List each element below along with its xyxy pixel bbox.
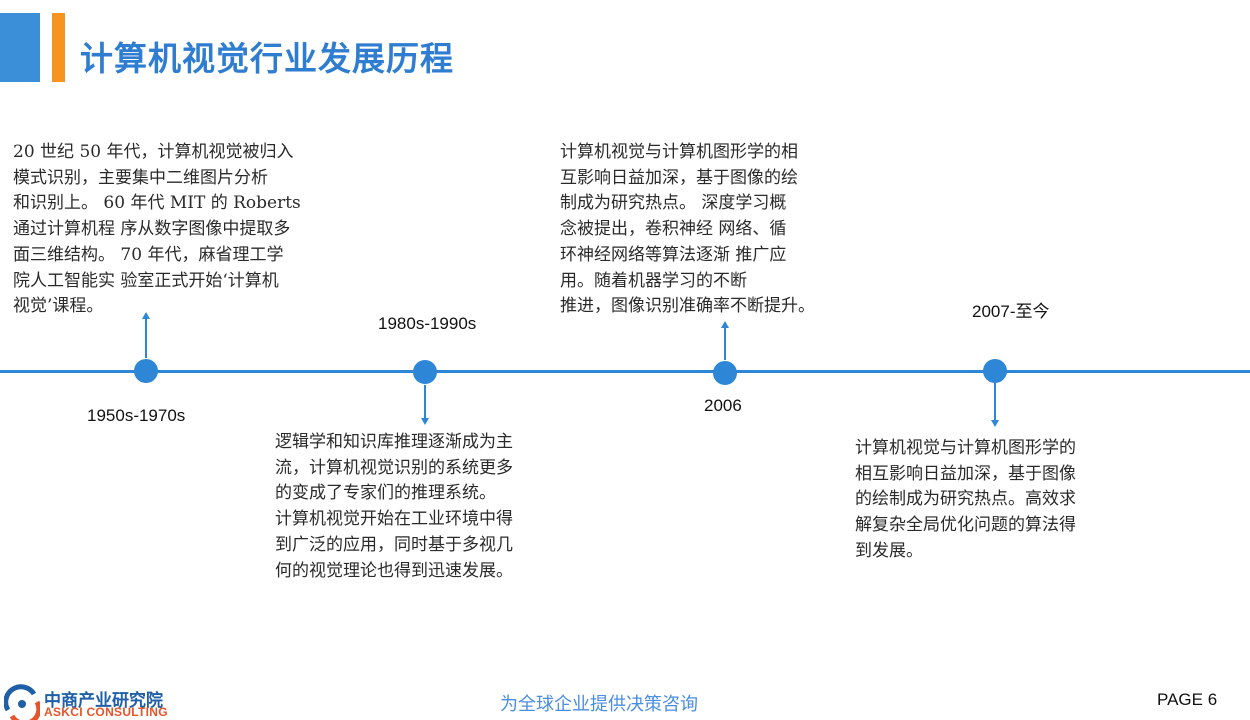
logo-text-en: ASKCI CONSULTING [44,705,168,719]
arrow-up-1950s [142,312,150,358]
event-description-1980s: 逻辑学和知识库推理逐渐成为主 流，计算机视觉识别的系统更多 的变成了专家们的推理… [275,432,513,581]
event-description-1950s: 20 世纪 50 年代，计算机视觉被归入 模式识别，主要集中二维图片分析 和识别… [13,142,301,317]
arrow-up-2006 [721,321,729,360]
logo-text-cn: 中商产业研究院 [44,691,163,711]
timeline-dot-1980s [413,360,437,384]
arrow-down-1980s [421,385,429,425]
event-description-2006: 计算机视觉与计算机图形学的相 互影响日益加深，基于图像的绘 制成为研究热点。 深… [560,142,815,317]
timeline-dot-2006 [713,361,737,385]
arrow-down-2007 [991,383,999,427]
title-accent-bar-orange [52,13,65,82]
era-label-2006: 2006 [704,396,742,415]
company-logo-icon [4,684,40,720]
timeline-dot-1950s [134,359,158,383]
timeline-axis [0,370,1250,373]
era-label-2007-present: 2007-至今 [972,302,1050,321]
page-title: 计算机视觉行业发展历程 [80,39,454,78]
timeline-dot-2007 [983,359,1007,383]
event-description-2007-present: 计算机视觉与计算机图形学的 相互影响日益加深，基于图像 的绘制成为研究热点。高效… [855,438,1076,561]
page-number: PAGE 6 [1157,690,1218,709]
era-label-1950s: 1950s-1970s [87,406,186,425]
era-label-1980s: 1980s-1990s [378,314,477,333]
title-accent-bar-blue [0,13,40,82]
footer-slogan: 为全球企业提供决策咨询 [500,694,698,715]
